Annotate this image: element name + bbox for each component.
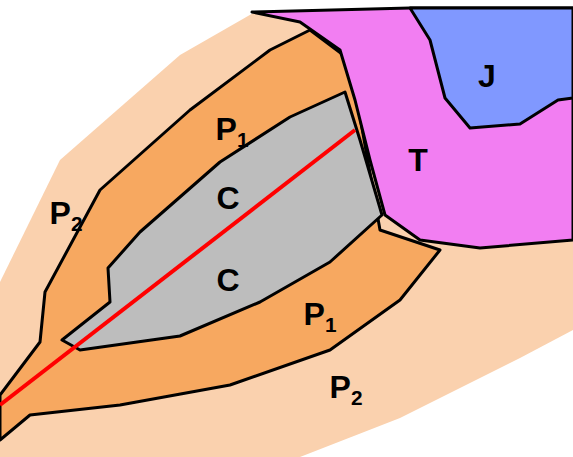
unit-label: T — [408, 144, 428, 176]
top-unit-region — [410, 8, 573, 128]
core-unit-region — [62, 92, 382, 350]
unit-label: C — [216, 182, 239, 214]
unit-label: C — [216, 264, 239, 296]
overlying-unit-region — [252, 8, 573, 248]
unit-label: J — [478, 60, 496, 92]
unit-label: P2 — [50, 197, 83, 235]
unit-label: P1 — [304, 298, 337, 336]
unit-label: P2 — [330, 371, 363, 409]
unit-label: P1 — [216, 113, 249, 151]
fold-axis-line — [0, 130, 355, 405]
